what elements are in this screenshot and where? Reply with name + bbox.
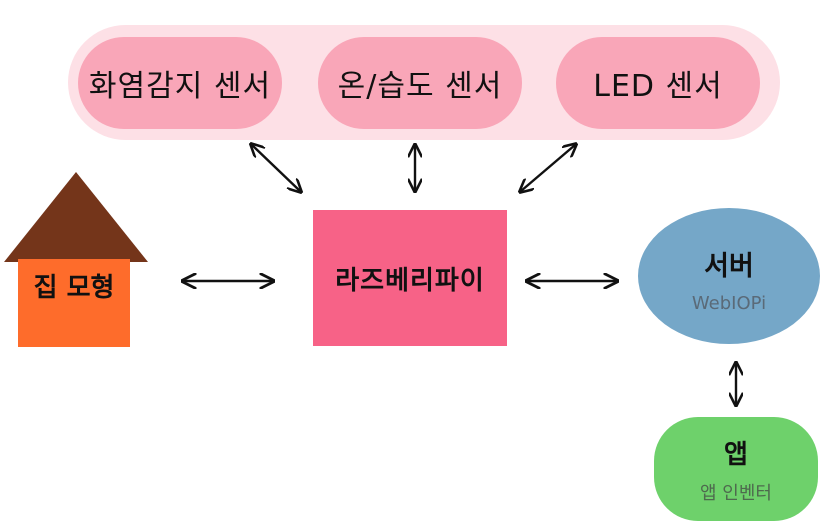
house-roof-shape xyxy=(4,172,148,262)
server-title: 서버 xyxy=(704,251,754,282)
app-subtitle: 앱 인벤터 xyxy=(700,482,772,504)
flame-sensor-label: 화염감지 센서 xyxy=(88,69,272,104)
led-sensor-label: LED 센서 xyxy=(593,69,723,104)
raspberry-pi-node: 라즈베리파이 xyxy=(313,210,507,346)
house-model-node: 집 모형 xyxy=(18,259,130,347)
flame-sensor-node: 화염감지 센서 xyxy=(78,37,282,129)
raspberry-pi-label: 라즈베리파이 xyxy=(335,265,485,296)
server-node: 서버 WebIOPi xyxy=(638,208,820,344)
app-node: 앱 앱 인벤터 xyxy=(654,417,818,521)
server-subtitle: WebIOPi xyxy=(691,293,767,314)
temp-humidity-sensor-node: 온/습도 센서 xyxy=(318,37,522,129)
temp-humidity-sensor-label: 온/습도 센서 xyxy=(337,69,503,104)
house-model-label: 집 모형 xyxy=(33,273,115,303)
arrow-led-rpi xyxy=(521,145,575,191)
led-sensor-node: LED 센서 xyxy=(556,37,760,129)
app-title: 앱 xyxy=(724,439,748,470)
arrow-flame-rpi xyxy=(252,145,300,191)
